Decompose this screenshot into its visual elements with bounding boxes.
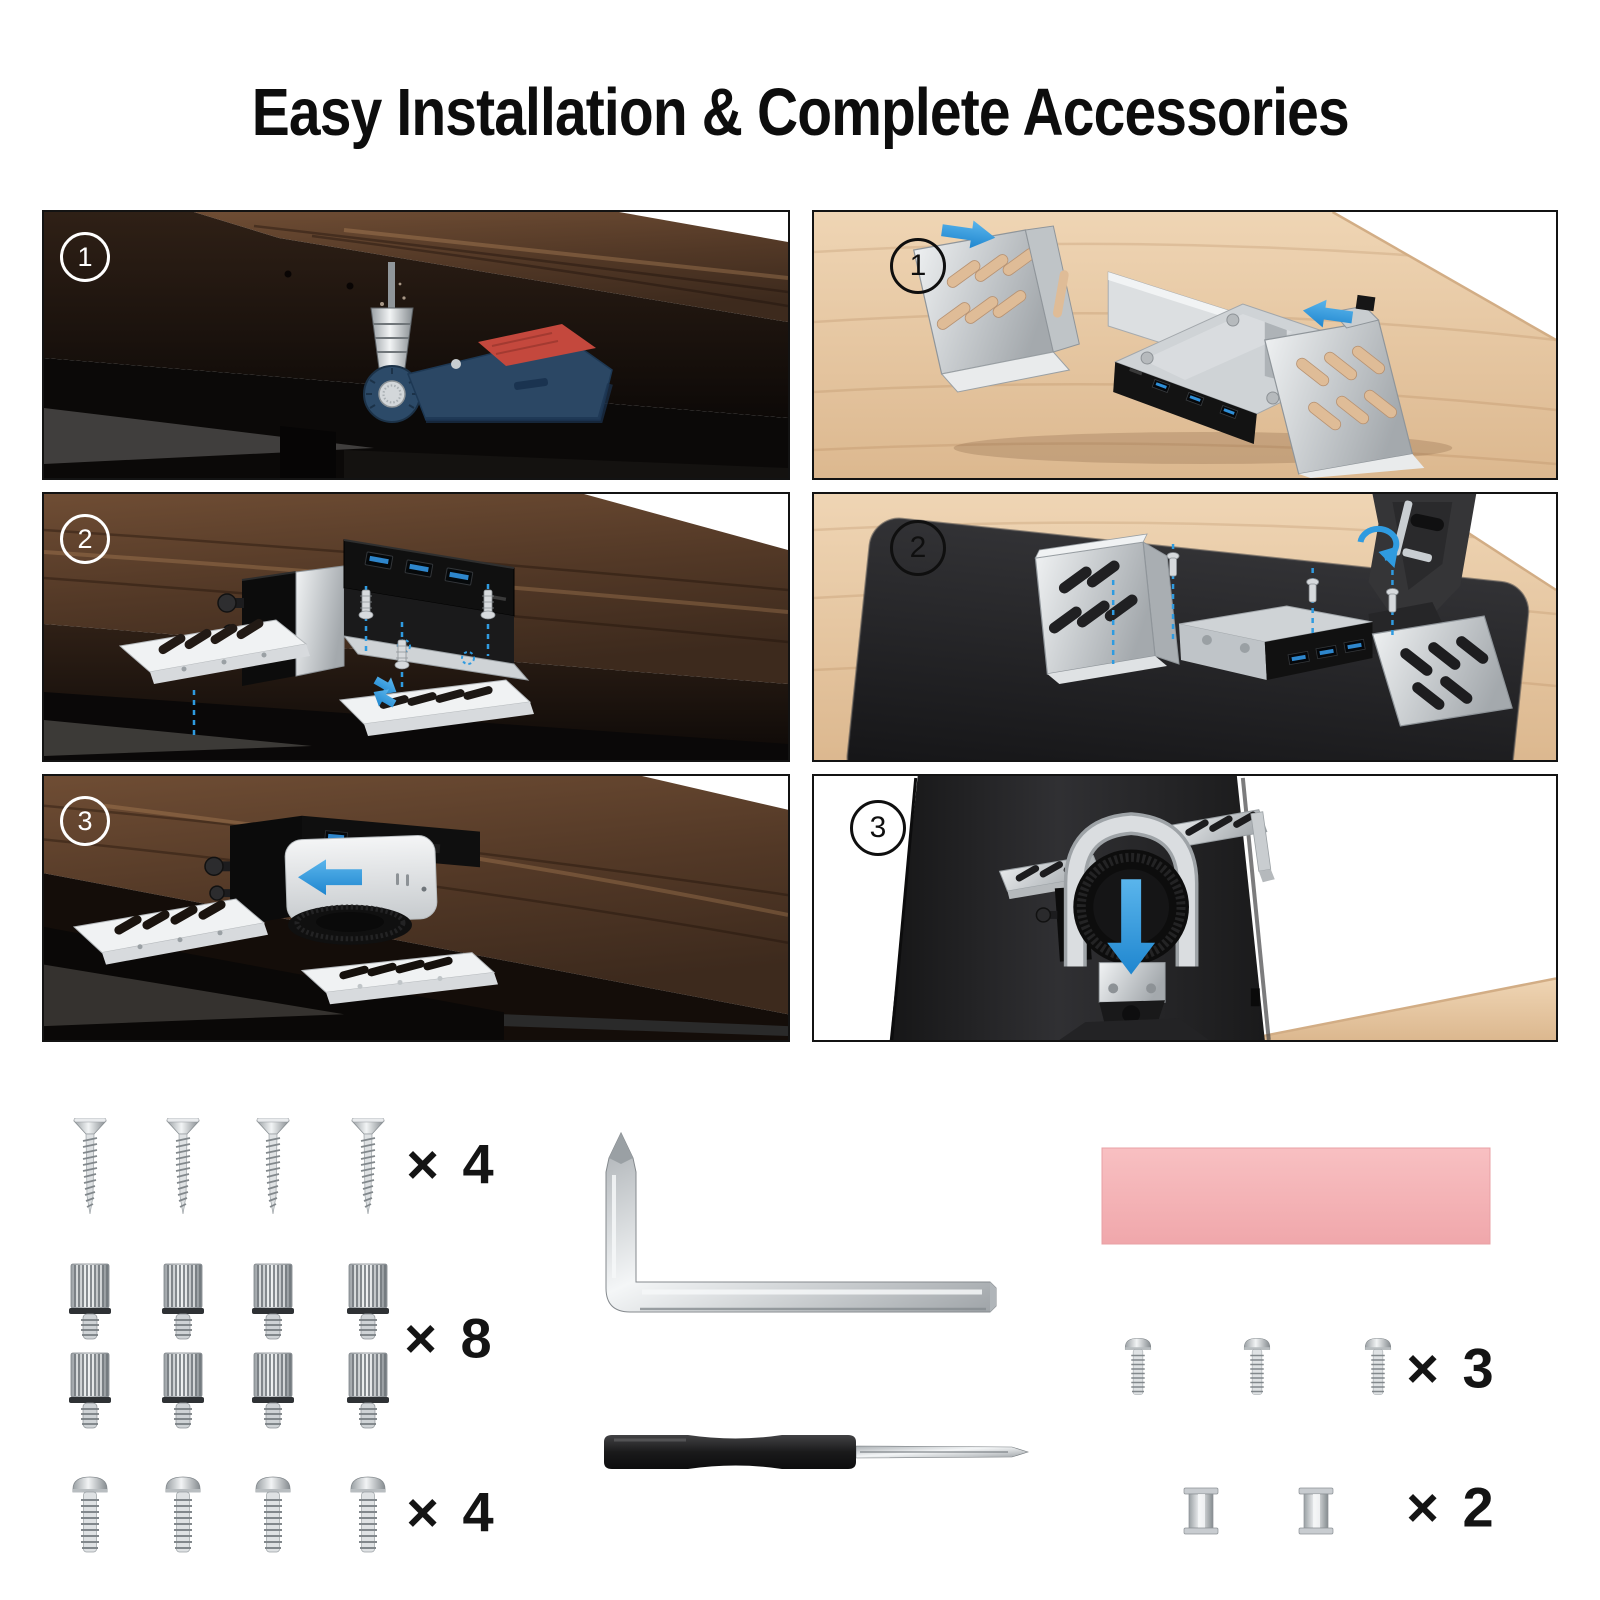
usb-ports-icon xyxy=(1129,368,1239,420)
left-vented-shelf-icon xyxy=(118,618,310,684)
step-photo-mount-on-monitor-stand: 2 xyxy=(812,492,1558,762)
step-photo-slide-minipc-monitor: 3 xyxy=(812,774,1558,1042)
loose-screws-icon xyxy=(1166,552,1399,613)
count-spacers: × 2 xyxy=(1406,1475,1498,1539)
standing-vented-bracket-icon xyxy=(1034,533,1180,684)
under-desk-mount-scene-illustration xyxy=(44,494,788,760)
thumb-screws-icon xyxy=(68,1263,390,1429)
step-photo-brackets-onto-dock: 1 xyxy=(812,210,1558,480)
step-number-badge: 3 xyxy=(850,800,906,856)
loose-screws-icon xyxy=(358,589,496,670)
right-vented-shelf-icon xyxy=(1168,809,1275,883)
countersunk-screws-icon xyxy=(73,1118,385,1215)
right-vented-shelf-icon xyxy=(300,952,498,1005)
arrow-left-icon xyxy=(1302,299,1354,328)
step-number-badge: 2 xyxy=(890,520,946,576)
right-vented-bracket-icon xyxy=(1371,615,1513,727)
monitor-screws-icon xyxy=(1124,1337,1392,1396)
right-vented-bracket-icon xyxy=(1264,294,1425,478)
thermal-pad-icon xyxy=(1101,1147,1491,1245)
installation-steps-grid: 1 xyxy=(42,210,1558,1042)
step-number-badge: 2 xyxy=(60,514,110,564)
arrow-left-icon xyxy=(298,859,362,896)
step-photo-drill-under-desk: 1 xyxy=(42,210,790,480)
arrow-down-icon xyxy=(1107,879,1156,975)
count-monitor-screws: × 3 xyxy=(1406,1336,1498,1400)
screwdriver-icon xyxy=(604,1435,1030,1469)
accessories-illustration xyxy=(68,1118,1491,1553)
usb-ports-icon xyxy=(1287,638,1366,666)
arrow-right-icon xyxy=(941,220,996,249)
rotate-arrow-icon xyxy=(1357,525,1400,568)
count-countersunk-screws: × 4 xyxy=(406,1132,498,1196)
mini-pc-mount-icon xyxy=(1035,812,1199,1003)
step-number-badge: 3 xyxy=(60,796,110,846)
pan-head-screws-icon xyxy=(72,1476,386,1553)
usb-ports-icon xyxy=(364,551,507,602)
left-vented-shelf-icon xyxy=(72,898,268,965)
step-photo-slide-minipc-under-desk: 3 xyxy=(42,774,790,1042)
monitor-stand-icon xyxy=(1059,1000,1209,1040)
dock-icon xyxy=(1178,605,1373,680)
step-number-badge: 1 xyxy=(890,238,946,294)
minipc-monitor-scene-illustration xyxy=(814,776,1556,1040)
count-pan-head-screws: × 4 xyxy=(406,1480,498,1544)
accessories-section: × 4 × 8 × 4 × 3 × 2 xyxy=(0,1080,1600,1600)
page-title: Easy Installation & Complete Accessories xyxy=(251,75,1349,150)
hex-key-icon xyxy=(605,1131,997,1313)
drill-scene-illustration xyxy=(44,212,788,478)
dock-icon xyxy=(1107,271,1386,444)
step-photo-screw-mount-under-desk: 2 xyxy=(42,492,790,762)
minipc-under-desk-scene-illustration xyxy=(44,776,788,1040)
spacers-icon xyxy=(1183,1487,1334,1535)
step-number-badge: 1 xyxy=(60,232,110,282)
slide-arrows-icon xyxy=(373,676,397,708)
right-vented-shelf-icon xyxy=(338,679,534,736)
drill-icon xyxy=(363,262,613,423)
left-vented-bracket-icon xyxy=(913,225,1080,393)
count-thumb-screws: × 8 xyxy=(404,1306,496,1370)
monitor-face-down-icon xyxy=(846,517,1530,760)
